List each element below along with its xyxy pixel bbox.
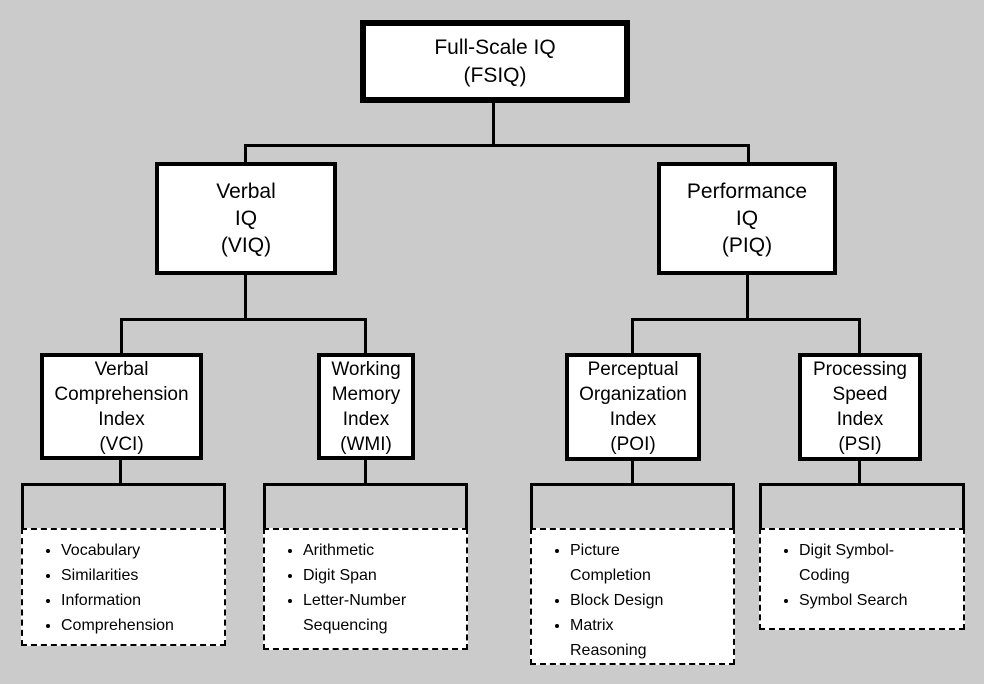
subtest-list-wmi: ArithmeticDigit SpanLetter-Number Sequen… (265, 530, 466, 638)
subtest-item: Information (61, 588, 220, 613)
connector-psi-stem (858, 461, 861, 485)
node-label-line: Full-Scale IQ (434, 35, 556, 59)
connector-poi-bracket (530, 483, 735, 528)
subtest-list-psi: Digit Symbol- CodingSymbol Search (761, 530, 963, 613)
subtest-item: Matrix Reasoning (570, 613, 729, 663)
node-label-line: (FSIQ) (463, 63, 527, 87)
connector-piq-stem (746, 275, 749, 321)
subtest-box-wmi: ArithmeticDigit SpanLetter-Number Sequen… (263, 528, 468, 650)
node-processing-speed-index: Processing Speed Index (PSI) (798, 353, 922, 461)
node-label-line: Perceptual (587, 359, 679, 380)
connector-fsiq-bracket (244, 144, 750, 162)
subtest-item: Similarities (61, 563, 220, 588)
node-label-line: IQ (735, 207, 759, 230)
subtest-list-poi: Picture CompletionBlock DesignMatrix Rea… (532, 530, 733, 663)
node-label-line: (VIQ) (220, 234, 272, 257)
connector-piq-bracket (631, 318, 861, 353)
subtest-item: Picture Completion (570, 538, 729, 588)
node-label-line: Verbal (94, 358, 149, 380)
node-label-line: Comprehension (54, 383, 189, 405)
node-label-line: Organization (579, 384, 687, 405)
subtest-item: Letter-Number Sequencing (303, 588, 462, 638)
connector-viq-bracket (120, 318, 367, 353)
node-label-line: Verbal (216, 180, 276, 203)
subtest-item: Digit Symbol- Coding (799, 538, 959, 588)
connector-vci-bracket (21, 483, 226, 528)
node-verbal-iq: Verbal IQ (VIQ) (155, 162, 337, 275)
node-label-line: Performance (686, 180, 808, 203)
node-label-line: (POI) (610, 434, 656, 455)
subtest-list-vci: VocabularySimilaritiesInformationCompreh… (23, 530, 224, 638)
connector-fsiq-stem (492, 103, 495, 146)
node-label-line: (PSI) (838, 434, 882, 455)
subtest-item: Block Design (570, 588, 729, 613)
subtest-item: Vocabulary (61, 538, 220, 563)
node-label-line: Working (331, 358, 401, 380)
connector-poi-stem (631, 461, 634, 485)
node-label-line: (WMI) (340, 433, 392, 455)
node-performance-iq: Performance IQ (PIQ) (657, 162, 837, 275)
node-label-line: Index (98, 408, 145, 430)
node-label-line: Index (609, 409, 657, 430)
node-label-line: Index (836, 409, 884, 430)
node-label-line: (PIQ) (721, 234, 773, 257)
connector-wmi-stem (364, 460, 367, 485)
node-label-line: Processing (813, 359, 907, 380)
subtest-box-poi: Picture CompletionBlock DesignMatrix Rea… (530, 528, 735, 665)
connector-viq-stem (244, 275, 247, 321)
subtest-item: Arithmetic (303, 538, 462, 563)
node-label-line: IQ (234, 207, 258, 230)
node-label-line: Speed (832, 384, 888, 405)
node-perceptual-organization-index: Perceptual Organization Index (POI) (565, 353, 701, 461)
subtest-box-psi: Digit Symbol- CodingSymbol Search (759, 528, 965, 630)
connector-psi-bracket (759, 483, 965, 528)
node-label-line: (VCI) (99, 433, 144, 455)
connector-vci-stem (119, 460, 122, 485)
subtest-box-vci: VocabularySimilaritiesInformationCompreh… (21, 528, 226, 646)
node-label-line: Index (342, 408, 390, 430)
subtest-item: Symbol Search (799, 588, 959, 613)
node-full-scale-iq: Full-Scale IQ (FSIQ) (360, 20, 630, 103)
node-verbal-comprehension-index: Verbal Comprehension Index (VCI) (40, 353, 203, 460)
subtest-item: Digit Span (303, 563, 462, 588)
connector-wmi-bracket (263, 483, 468, 528)
node-working-memory-index: Working Memory Index (WMI) (317, 353, 415, 460)
subtest-item: Comprehension (61, 613, 220, 638)
node-label-line: Memory (331, 383, 401, 405)
